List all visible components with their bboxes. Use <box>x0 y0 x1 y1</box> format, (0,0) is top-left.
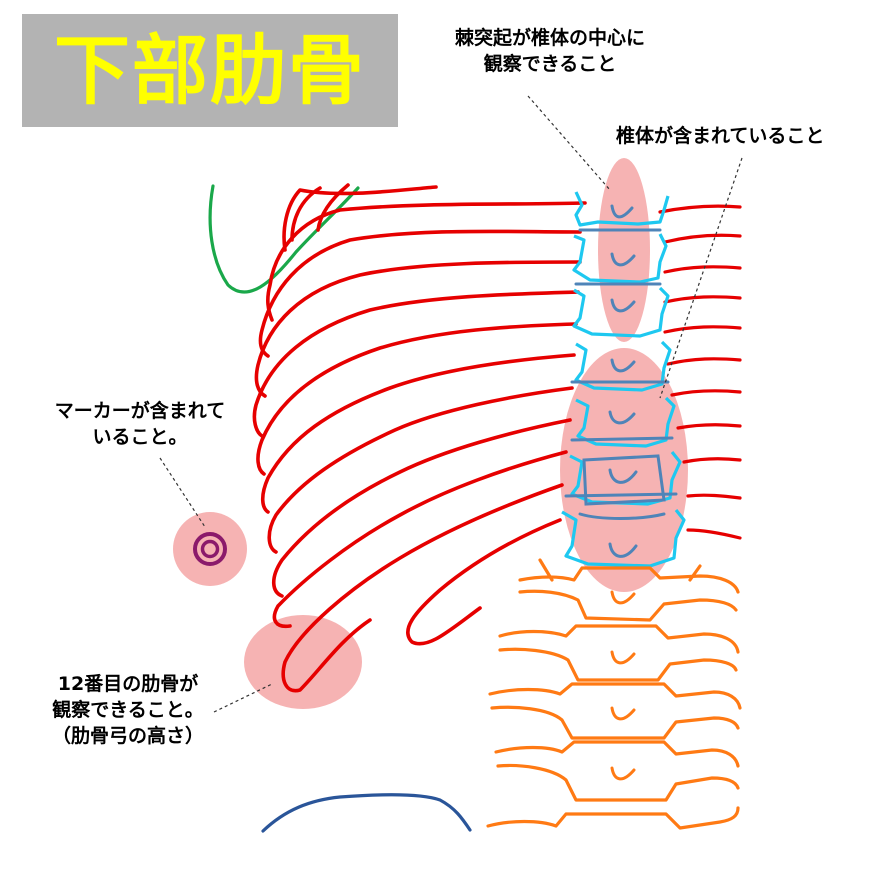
vertebra-label: 椎体が含まれていること <box>616 123 824 149</box>
marker-leader-line <box>159 457 206 528</box>
spinous-processes <box>564 204 678 558</box>
marker-highlight <box>173 512 247 586</box>
target-ring-marker-icon <box>193 532 227 566</box>
thoracic-vertebrae <box>561 191 686 568</box>
rib12-highlight <box>244 615 362 709</box>
title-box: 下部肋骨 <box>22 14 398 127</box>
right-ribs <box>658 204 742 540</box>
vertebra-highlight <box>560 348 688 592</box>
rib12-label-line1: 12番目の肋骨が <box>57 673 199 695</box>
spinous-label-line1: 棘突起が椎体の中心に <box>454 27 645 49</box>
page-title: 下部肋骨 <box>54 26 366 115</box>
rib12-leader-line <box>213 683 273 713</box>
spinous-leader-line <box>527 95 611 191</box>
vertebra-label-line: 椎体が含まれていること <box>616 125 825 147</box>
spinous-highlight <box>598 158 650 342</box>
marker-label-line1: マーカーが含まれて <box>54 400 226 422</box>
left-ribs <box>252 183 587 693</box>
spinous-label-line2: 観察できること <box>483 53 617 75</box>
marker-label: マーカーが含まれて いること。 <box>20 398 260 450</box>
vertebra-leader-line <box>659 157 743 399</box>
scapula-line <box>208 184 360 294</box>
pelvis-line <box>261 793 472 833</box>
rib12-label-line2: 観察できること。 <box>52 699 204 721</box>
lumbar-vertebrae <box>486 558 742 830</box>
rib12-label: 12番目の肋骨が 観察できること。 （肋骨弓の高さ） <box>20 671 236 749</box>
rib12-label-line3: （肋骨弓の高さ） <box>51 725 204 747</box>
spinous-label: 棘突起が椎体の中心に 観察できること <box>420 25 680 77</box>
marker-label-line2: いること。 <box>92 426 188 448</box>
